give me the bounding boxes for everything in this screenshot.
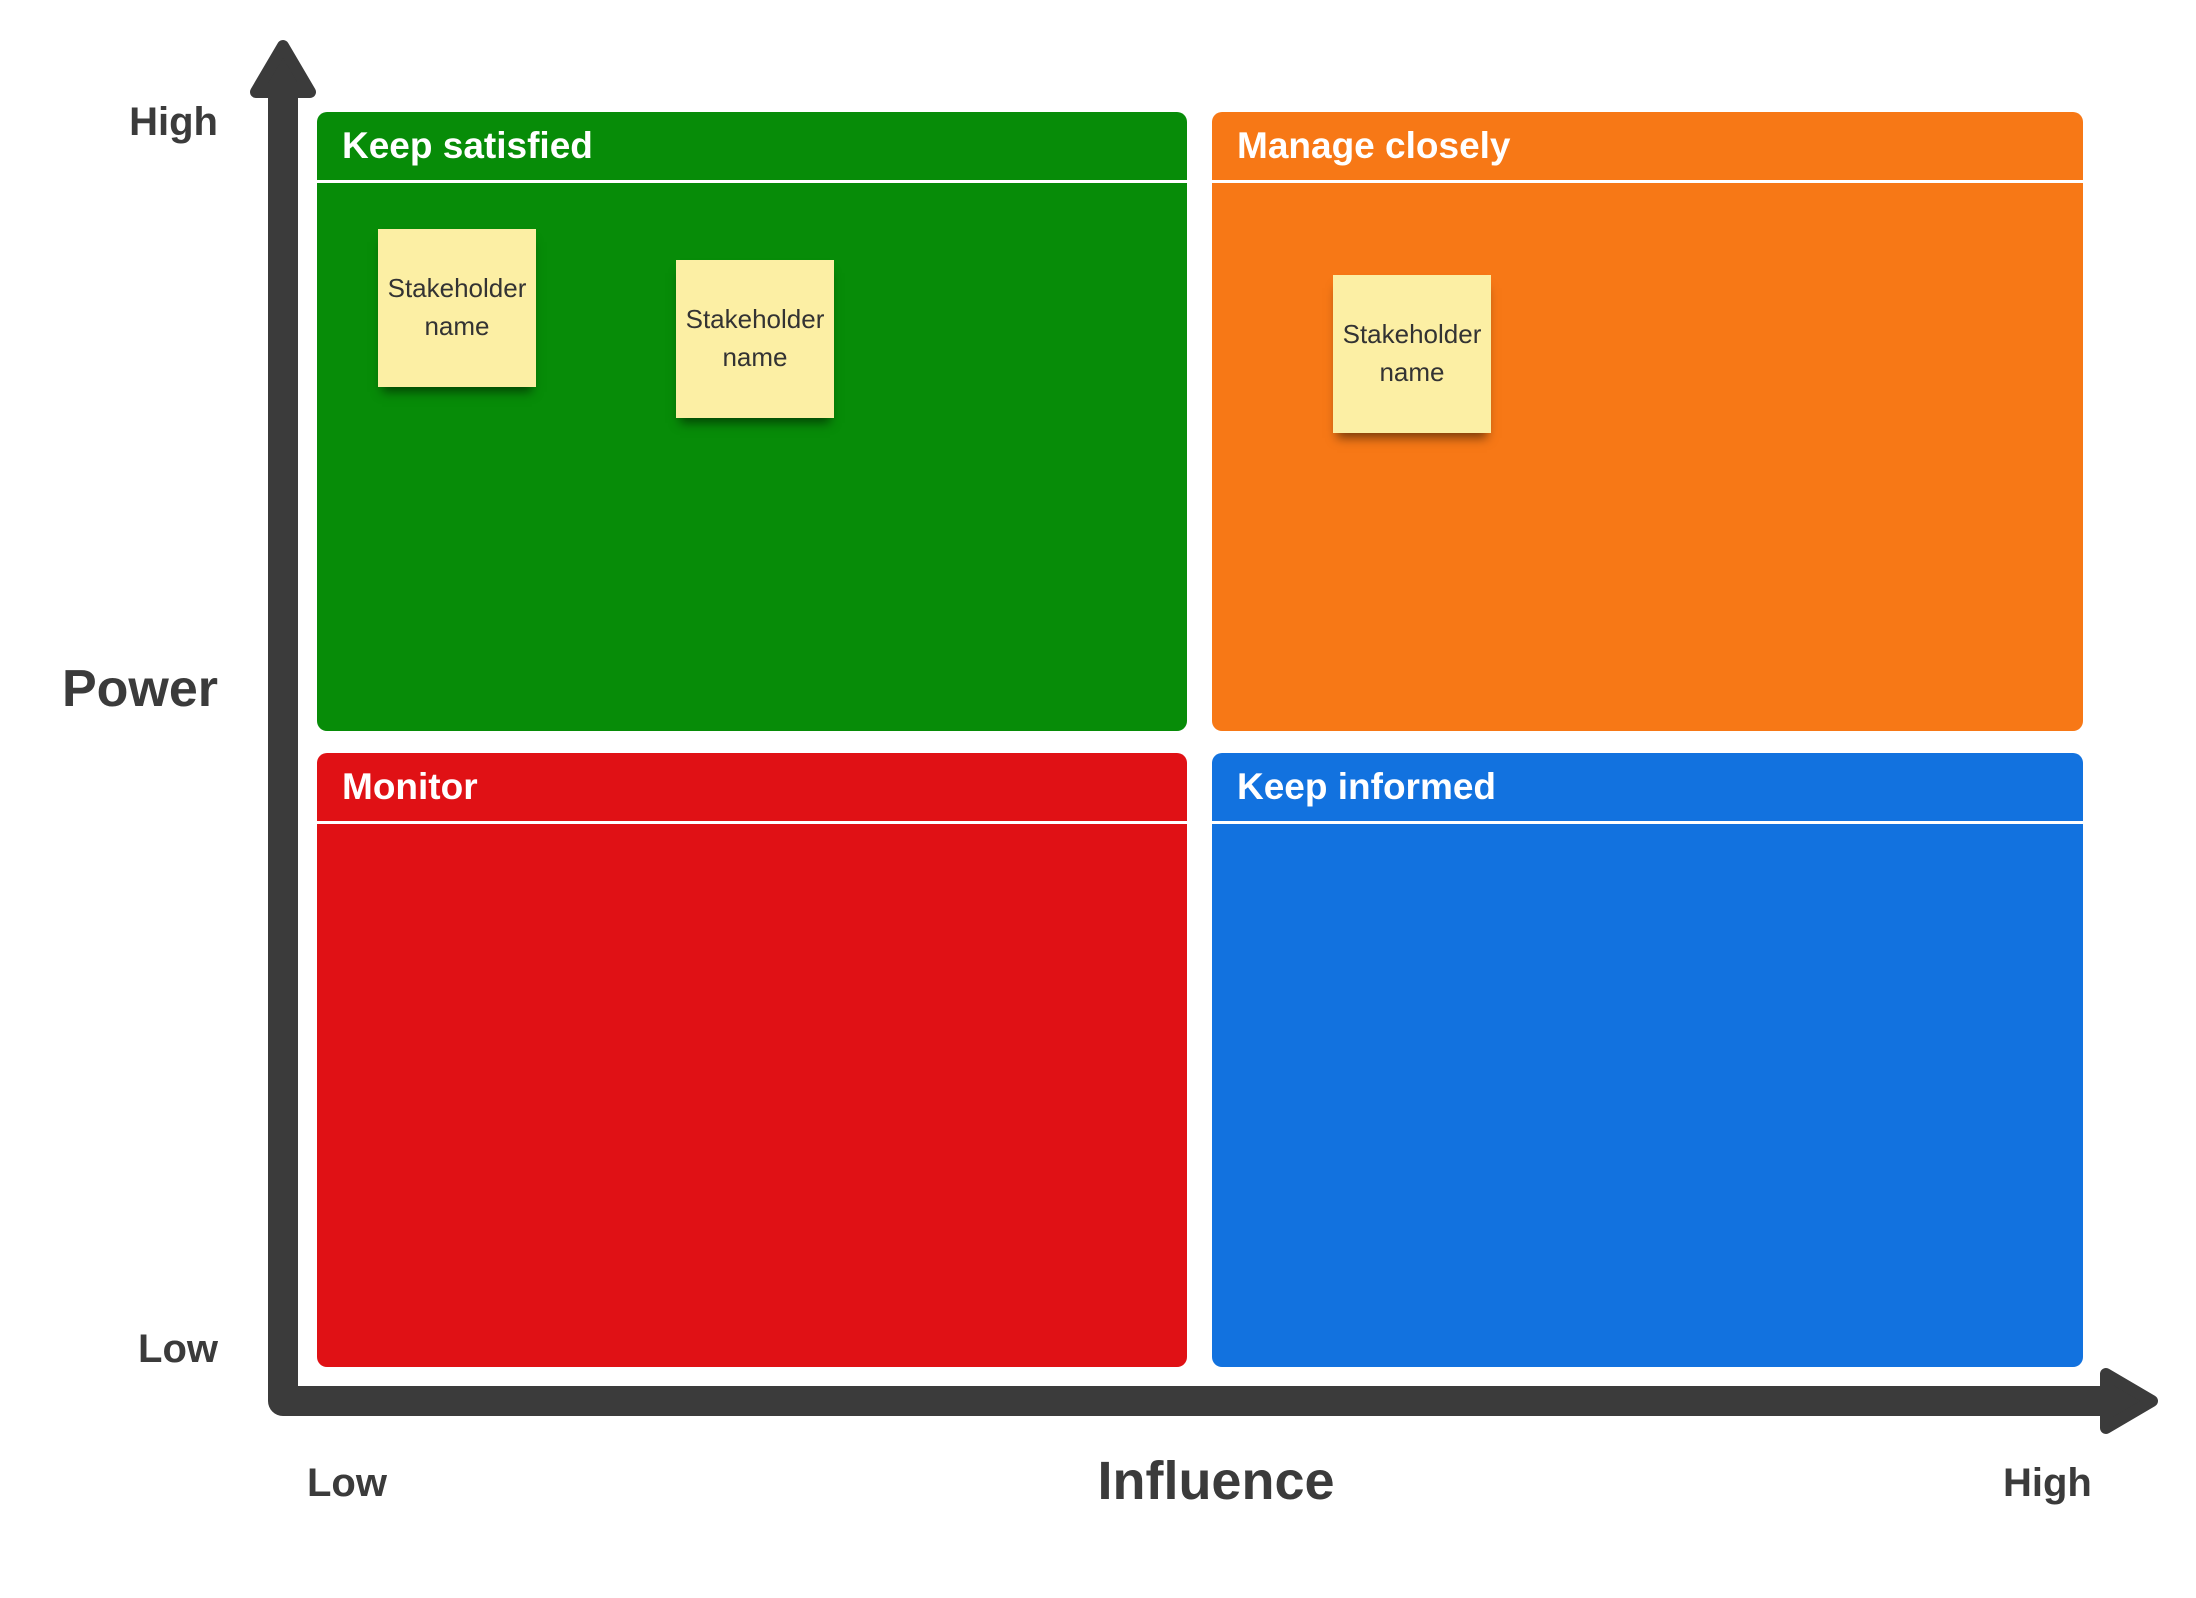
sticky-note[interactable]: Stakeholder name	[378, 229, 536, 387]
quadrant-keep-informed[interactable]: Keep informed	[1212, 753, 2083, 1367]
y-axis-title: Power	[61, 660, 218, 718]
quadrant-title-monitor: Monitor	[317, 753, 1187, 824]
quadrant-keep-satisfied[interactable]: Keep satisfied Stakeholder name Stakehol…	[317, 112, 1187, 731]
x-axis-title: Influence	[1097, 1451, 1335, 1511]
y-axis-low-label: Low	[138, 1327, 218, 1371]
sticky-note[interactable]: Stakeholder name	[1333, 275, 1491, 433]
x-axis-arrow-icon	[2100, 1368, 2158, 1434]
x-axis-high-label: High	[2003, 1461, 2092, 1505]
y-axis-high-label: High	[129, 100, 218, 144]
quadrant-manage-closely[interactable]: Manage closely Stakeholder name	[1212, 112, 2083, 731]
quadrant-title-keep-informed: Keep informed	[1212, 753, 2083, 824]
quadrant-title-manage-closely: Manage closely	[1212, 112, 2083, 183]
sticky-note[interactable]: Stakeholder name	[676, 260, 834, 418]
x-axis-low-label: Low	[307, 1461, 387, 1505]
y-axis-arrow-icon	[250, 40, 316, 98]
axis-line	[268, 80, 2112, 1416]
quadrant-title-keep-satisfied: Keep satisfied	[317, 112, 1187, 183]
quadrant-monitor[interactable]: Monitor	[317, 753, 1187, 1367]
